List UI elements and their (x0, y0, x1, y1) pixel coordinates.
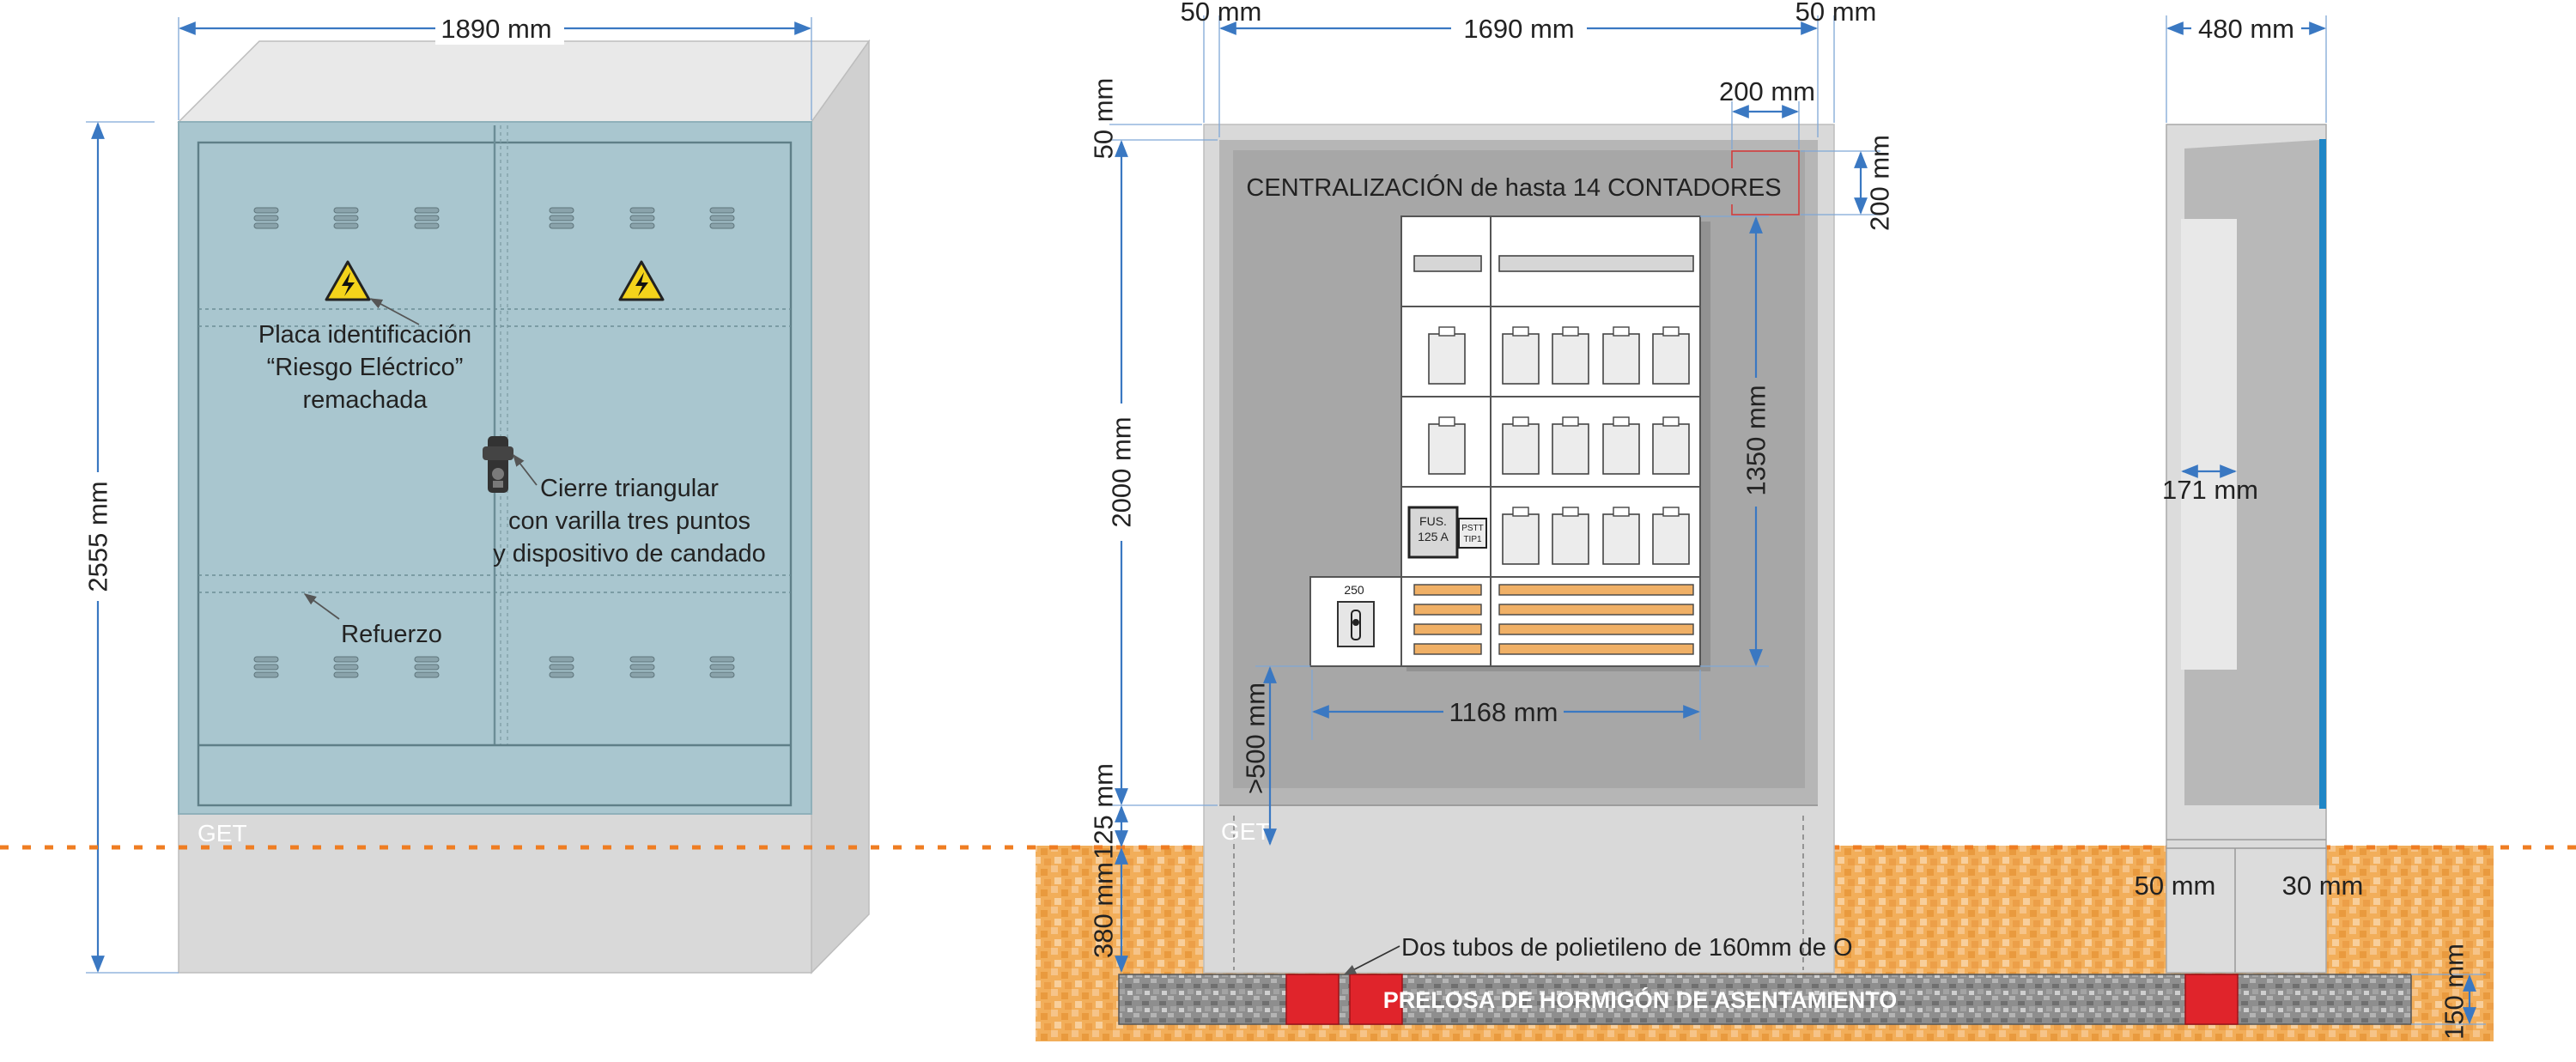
reinforcement-label: Refuerzo (341, 621, 442, 648)
terminal-block (1413, 584, 1482, 596)
fuse-label-line-1: FUS. (1419, 514, 1447, 528)
terminal-block (1413, 643, 1482, 655)
reinforcement-leader (303, 593, 340, 620)
meter-icon (1652, 507, 1690, 565)
lock-leader (513, 453, 538, 486)
dim-buried-depth: 380 mm (1089, 862, 1119, 958)
meter-icon (1602, 416, 1640, 475)
vent-slots-icon (253, 656, 279, 678)
warning-plate-label-line-3: remachada (302, 386, 428, 414)
dim-text-bg (82, 472, 114, 601)
vent-slots-icon (333, 207, 359, 229)
cabinet-top-face (177, 40, 871, 123)
meter-icon (1652, 416, 1690, 475)
dim-text-bg (1105, 404, 1138, 541)
dim-panel-depth: 171 mm (2162, 475, 2258, 505)
terminal-block (1498, 643, 1694, 655)
side-view: 480 mm 171 mm 50 mm 30 mm 150 mm (2135, 14, 2486, 1040)
vent-slots-icon (253, 207, 279, 229)
dim-base-wall: 50 mm (2135, 871, 2216, 901)
vent-slots-icon (414, 207, 440, 229)
meter-icon (1502, 507, 1540, 565)
dim-text-bg (1443, 695, 1564, 726)
vent-slots-icon (549, 656, 574, 678)
terminal-block (1413, 623, 1482, 635)
side-blue-strip (2319, 139, 2326, 809)
dim-panel-width: 1168 mm (1449, 697, 1558, 727)
dim-plinth: 125 mm (1089, 763, 1119, 859)
cabinet-plinth (178, 813, 812, 974)
triangular-lock-icon (483, 436, 513, 493)
dim-left-wall: 50 mm (1181, 0, 1262, 27)
slab-label: PRELOSA DE HORMIGÓN DE ASENTAMIENTO (1383, 986, 1898, 1013)
meter-icon (1428, 416, 1466, 475)
side-meter-panel (2181, 219, 2237, 670)
meter-icon (1552, 326, 1589, 385)
brand-mark: GET (1221, 818, 1271, 845)
brand-mark: GET (197, 820, 247, 847)
pipes-label: Dos tubos de polietileno de 160mm de O (1401, 934, 1853, 962)
dim-width-front: 1890 mm (440, 14, 551, 44)
terminal-block (1498, 623, 1694, 635)
terminal-block (1498, 584, 1694, 596)
terminal-block (1413, 604, 1482, 616)
terminal-block (1498, 604, 1694, 616)
vent-slots-icon (709, 656, 735, 678)
warning-plate-leader (369, 298, 420, 325)
dim-right-wall: 50 mm (1795, 0, 1877, 27)
meter-icon (1552, 416, 1589, 475)
dim-inner-width: 1690 mm (1463, 14, 1574, 44)
pipes-leader (1343, 945, 1400, 975)
meter-icon (1652, 326, 1690, 385)
dim-top-box-height: 200 mm (1865, 135, 1895, 231)
dim-text-bg (2191, 14, 2301, 45)
polyethylene-pipe (1285, 974, 1340, 1025)
busbar-short (1413, 255, 1482, 272)
meter-icon (1602, 507, 1640, 565)
lock-label-line-2: con varilla tres puntos (508, 507, 750, 535)
dim-text-bg (1451, 14, 1587, 45)
dim-top-wall: 50 mm (1089, 78, 1119, 160)
vent-slots-icon (629, 656, 655, 678)
dim-panel-height: 1350 mm (1741, 385, 1771, 495)
dim-text-bg (435, 14, 564, 45)
meter-icon (1552, 507, 1589, 565)
dim-height-front: 2555 mm (83, 481, 113, 592)
dim-text-bg (1740, 378, 1772, 507)
switch-rating: 250 (1344, 583, 1364, 597)
pstt-label-line-2: TIP1 (1463, 535, 1482, 544)
dim-inner-height: 2000 mm (1107, 416, 1137, 527)
warning-plate-label-line-1: Placa identificación (258, 321, 471, 349)
warning-plate-label-line-2: “Riesgo Eléctrico” (267, 354, 464, 381)
fuse-box (1407, 506, 1459, 559)
fuse-label-line-2: 125 A (1418, 530, 1449, 543)
meter-icon (1428, 326, 1466, 385)
meter-icon (1502, 416, 1540, 475)
polyethylene-pipe (1349, 974, 1403, 1025)
interior-view: GET CENTRALIZACIÓN de hasta 14 CONTADORE… (1089, 0, 2239, 1025)
dim-top-box-width: 200 mm (1719, 76, 1815, 106)
lock-label-line-3: y dispositivo de candado (493, 540, 766, 567)
vent-slots-icon (414, 656, 440, 678)
vent-slots-icon (709, 207, 735, 229)
meter-icon (1502, 326, 1540, 385)
vent-slots-icon (333, 656, 359, 678)
dim-slab-thickness: 150 mm (2439, 944, 2470, 1040)
meter-icon (1602, 326, 1640, 385)
dim-base-wall-right: 30 mm (2282, 871, 2364, 901)
dim-floor-clearance: >500 mm (1241, 683, 1271, 794)
busbar-long (1498, 255, 1694, 272)
cabinet-side-face (811, 39, 870, 974)
lock-label-line-1: Cierre triangular (540, 475, 719, 502)
pstt-label-line-1: PSTT (1461, 524, 1484, 533)
pstt-box (1458, 518, 1487, 549)
front-view: Placa identificación “Riesgo Eléctrico” … (82, 14, 871, 974)
polyethylene-pipe (2184, 974, 2239, 1025)
vent-slots-icon (629, 207, 655, 229)
interior-title-bg (1236, 168, 1791, 204)
vent-slots-icon (549, 207, 574, 229)
dim-depth: 480 mm (2198, 14, 2294, 44)
interior-title: CENTRALIZACIÓN de hasta 14 CONTADORES (1246, 173, 1781, 202)
